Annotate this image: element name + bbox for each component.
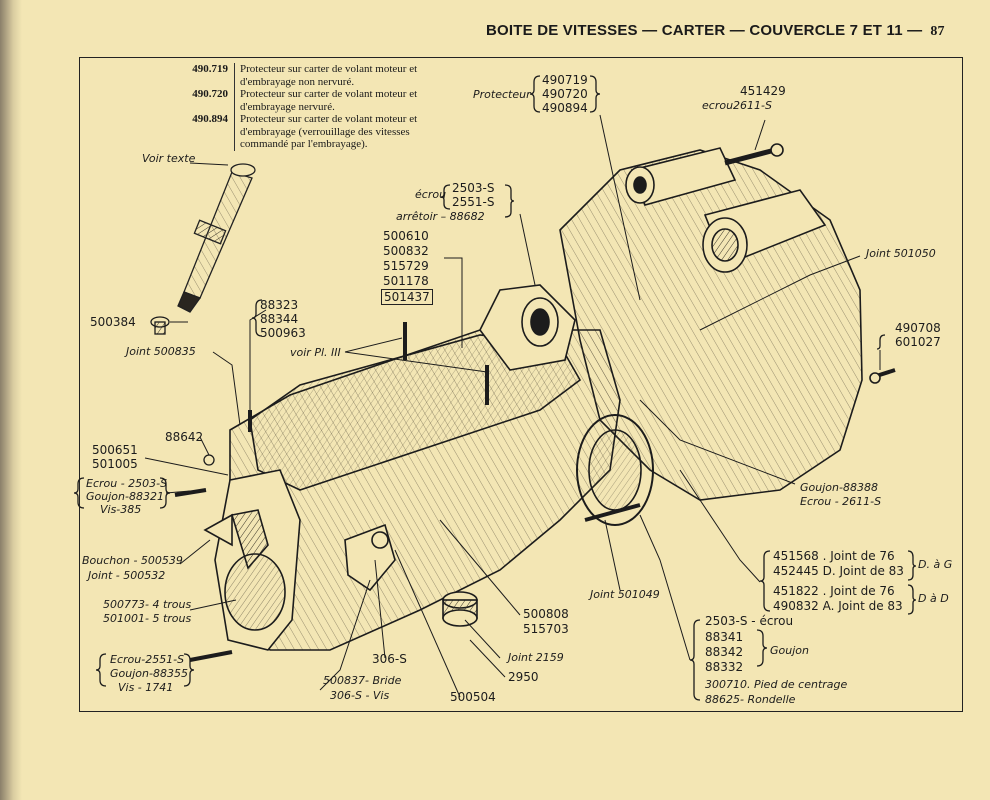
label-490708: 490708	[895, 321, 941, 335]
legend-line: Protecteur sur carter de volant moteur e…	[240, 63, 418, 75]
label-500651: 500651	[92, 443, 138, 457]
legend-line: d'embrayage nervuré.	[240, 100, 335, 113]
label-501178: 501178	[383, 274, 429, 288]
label-goujon-88388: Goujon-88388	[800, 481, 878, 494]
label-451568: 451568 . Joint de 76	[773, 549, 895, 563]
selector-shaft	[177, 163, 256, 313]
label-501001: 501001- 5 trous	[103, 612, 192, 625]
label-515729: 515729	[383, 259, 429, 273]
label-ecrou-2503: Ecrou - 2503-S	[86, 477, 168, 490]
label-88332: 88332	[705, 660, 744, 674]
label-ecrou-2551: Ecrou-2551-S	[110, 653, 185, 666]
book-spine-shadow	[0, 0, 22, 800]
label-490720: 490720	[542, 87, 588, 101]
label-500832: 500832	[383, 244, 429, 258]
legend-line: d'embrayage (verrouillage des vitesses	[240, 125, 410, 138]
label-protecteur: Protecteur	[473, 88, 531, 101]
label-pied-de-centrage: 300710. Pied de centrage	[705, 678, 848, 691]
label-501437: 501437	[381, 289, 433, 305]
label-490894: 490894	[542, 101, 588, 115]
label-text: 451822 . Joint de 76	[773, 584, 895, 598]
label-joint-500532: Joint - 500532	[88, 569, 166, 582]
label-500384: 500384	[90, 315, 136, 329]
label-ecrou-2611-b: Ecrou - 2611-S	[800, 495, 882, 508]
label-88642: 88642	[165, 430, 204, 444]
label-vis-306: 306-S - Vis	[330, 689, 390, 702]
label-2503-ecrou: 2503-S - écrou	[705, 614, 794, 628]
label-451822: 451822 . Joint de 76	[773, 584, 895, 598]
leader-lines	[144, 114, 881, 698]
label-vis-1741: Vis - 1741	[118, 681, 174, 694]
label-d-a-d: D à D	[918, 592, 949, 605]
label-2551: 2551-S	[452, 195, 495, 209]
label-text: 451568 . Joint de 76	[773, 549, 895, 563]
legend-row: 490.894 Protecteur sur carter de volant …	[170, 113, 470, 151]
label-500773: 500773- 4 trous	[103, 598, 192, 611]
label-601027: 601027	[895, 335, 941, 349]
label-500808: 500808	[523, 607, 569, 621]
label-ecrou-word: écrou	[415, 188, 447, 201]
label-452445: 452445 D. Joint de 83	[773, 564, 904, 578]
label-text: 490832 A. Joint de 83	[773, 599, 903, 613]
label-joint-2159: Joint 2159	[508, 651, 564, 664]
label-88323: 88323	[260, 298, 299, 312]
label-joint-500835: Joint 500835	[126, 345, 196, 358]
legend-text: Protecteur sur carter de volant moteur e…	[235, 88, 417, 113]
legend-text: Protecteur sur carter de volant moteur e…	[235, 63, 417, 88]
label-goujon-88321: Goujon-88321	[86, 490, 164, 503]
legend-row: 490.720 Protecteur sur carter de volant …	[170, 88, 470, 113]
legend-line: d'embrayage non nervuré.	[240, 75, 355, 88]
label-brackets	[73, 75, 917, 701]
label-voir-pl-iii: voir Pl. III	[290, 346, 341, 359]
label-501005: 501005	[92, 457, 138, 471]
legend-row: 490.719 Protecteur sur carter de volant …	[170, 63, 470, 88]
page-title: BOITE DE VITESSES — CARTER — COUVERCLE 7…	[486, 22, 923, 39]
label-500504: 500504	[450, 690, 496, 704]
label-arretoir: arrêtoir – 88682	[396, 210, 485, 223]
legend-text: Protecteur sur carter de volant moteur e…	[235, 113, 417, 151]
label-goujon-word: Goujon	[770, 644, 809, 657]
label-rondelle: 88625- Rondelle	[705, 693, 796, 706]
label-ecrou-2611: ecrou2611-S	[702, 99, 772, 112]
label-88342: 88342	[705, 645, 744, 659]
legend-code: 490.719	[170, 63, 235, 88]
label-voir-texte: Voir texte	[142, 152, 196, 165]
legend-code: 490.894	[170, 113, 235, 151]
label-490719: 490719	[542, 73, 588, 87]
label-goujon-88355: Goujon-88355	[110, 667, 188, 680]
label-88344: 88344	[260, 312, 299, 326]
label-88341: 88341	[705, 630, 744, 644]
label-2950: 2950	[508, 670, 539, 684]
label-joint-501049: Joint 501049	[590, 588, 660, 601]
label-d-a-g: D. à G	[918, 558, 953, 571]
page-header: BOITE DE VITESSES — CARTER — COUVERCLE 7…	[486, 22, 976, 44]
label-515703: 515703	[523, 622, 569, 636]
parts-legend: 490.719 Protecteur sur carter de volant …	[170, 63, 470, 151]
label-500963: 500963	[260, 326, 306, 340]
label-451429: 451429	[740, 84, 786, 98]
legend-line: commandé par l'embrayage).	[240, 138, 368, 150]
legend-line: Protecteur sur carter de volant moteur e…	[240, 88, 418, 100]
label-text: 452445 D. Joint de 83	[773, 564, 904, 578]
diagram-frame	[79, 57, 963, 712]
legend-line: Protecteur sur carter de volant moteur e…	[240, 113, 418, 125]
label-bouchon: Bouchon - 500539	[82, 554, 183, 567]
label-500610: 500610	[383, 229, 429, 243]
label-vis-385: Vis-385	[100, 503, 142, 516]
legend-code: 490.720	[170, 88, 235, 113]
gearbox-housing	[174, 143, 896, 662]
label-490832: 490832 A. Joint de 83	[773, 599, 903, 613]
page-number: 87	[930, 24, 945, 39]
label-bride: 500837- Bride	[323, 674, 402, 687]
label-2503: 2503-S	[452, 181, 495, 195]
label-306s: 306-S	[372, 652, 407, 666]
label-joint-501050: Joint 501050	[866, 247, 936, 260]
